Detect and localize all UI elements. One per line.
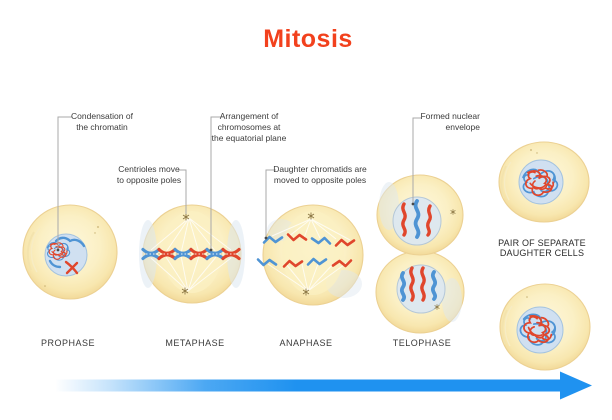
prophase-cell-graphic <box>22 204 118 300</box>
stage-label-prophase: PROPHASE <box>40 338 95 348</box>
stage-label-telophase: TELOPHASE <box>392 338 452 348</box>
nuclear-envelope-callout-line <box>412 117 421 203</box>
condensation-callout-line <box>57 116 72 249</box>
stage-label-anaphase: ANAPHASE <box>279 338 333 348</box>
timeline-arrow <box>55 371 592 400</box>
callout-daughter-chromatids: Daughter chromatids are moved to opposit… <box>273 164 367 186</box>
daughter-cell-bottom-graphic <box>499 283 591 371</box>
arrangement-callout-line <box>210 116 224 249</box>
callout-arrangement: Arrangement of chromosomes at the equato… <box>211 111 287 144</box>
callout-nuclear-envelope: Formed nuclear envelope <box>420 111 480 133</box>
callout-centrioles: Centrioles move to opposite poles <box>116 164 182 186</box>
daughter-cells-label: PAIR OF SEPARATE DAUGHTER CELLS <box>498 238 586 259</box>
daughter-cell-top-graphic <box>498 141 590 223</box>
telophase-cells-graphic <box>375 174 465 334</box>
metaphase-cell-graphic <box>139 204 245 304</box>
daughter-chromatids-callout-line <box>265 169 276 237</box>
centrioles-callout-line <box>178 169 187 214</box>
anaphase-cell-graphic <box>256 204 364 306</box>
callout-condensation: Condensation of the chromatin <box>71 111 133 133</box>
callout-lines <box>56 116 421 252</box>
stage-label-metaphase: METAPHASE <box>165 338 225 348</box>
page-title: Mitosis <box>263 25 353 53</box>
condensed-chromosome <box>64 260 79 275</box>
